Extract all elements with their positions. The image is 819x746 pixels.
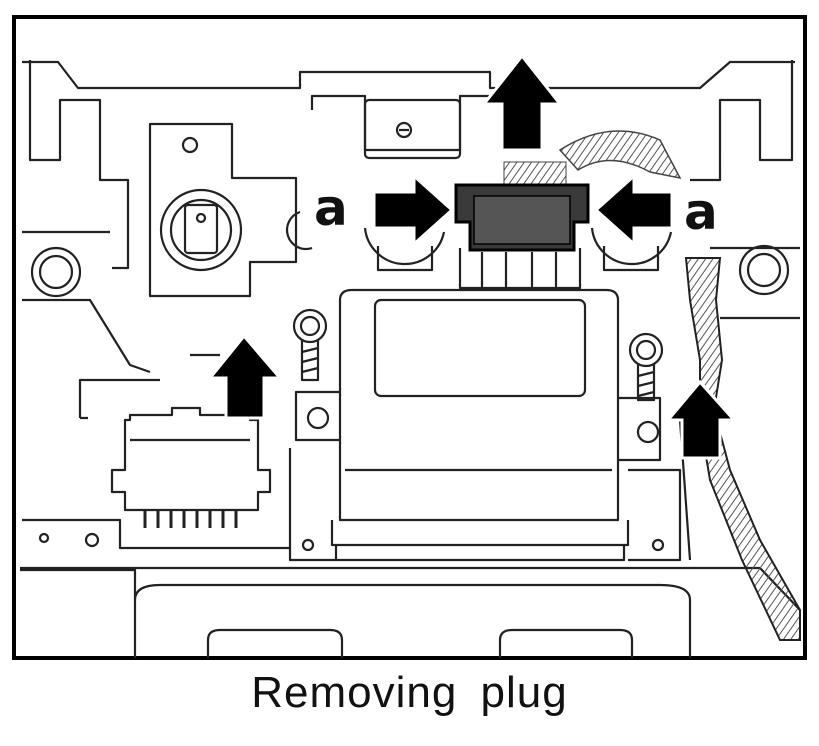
- right-screw: [628, 332, 664, 368]
- arrow-up-icon: [664, 379, 738, 460]
- center-right-socket: [590, 227, 673, 266]
- arrow-right-icon: [372, 172, 455, 248]
- center-left-socket: [363, 227, 446, 266]
- left-screw: [292, 308, 328, 344]
- plug-base: [458, 248, 582, 290]
- callout-a-left: a: [314, 179, 348, 237]
- arrow-left-icon: [593, 172, 674, 248]
- curved-arrow-icon: [558, 130, 682, 180]
- arrow-up-icon: [206, 333, 284, 420]
- figure-caption: Removing plug: [251, 668, 568, 717]
- housing-left-bracket: [28, 60, 130, 270]
- left-lamp-socket: [159, 188, 243, 272]
- callout-a-right: a: [684, 183, 718, 241]
- control-unit-label-plate: [373, 298, 587, 398]
- left-knob: [30, 246, 82, 298]
- arrow-up-icon: [480, 53, 564, 152]
- lower-left-connector: [110, 406, 272, 512]
- housing-right-bracket: [690, 60, 794, 182]
- bottom-panel: [20, 568, 692, 658]
- figure-frame: [12, 15, 807, 660]
- right-knob: [738, 244, 790, 296]
- housing-top-edge: [22, 60, 795, 90]
- control-unit: [338, 288, 620, 522]
